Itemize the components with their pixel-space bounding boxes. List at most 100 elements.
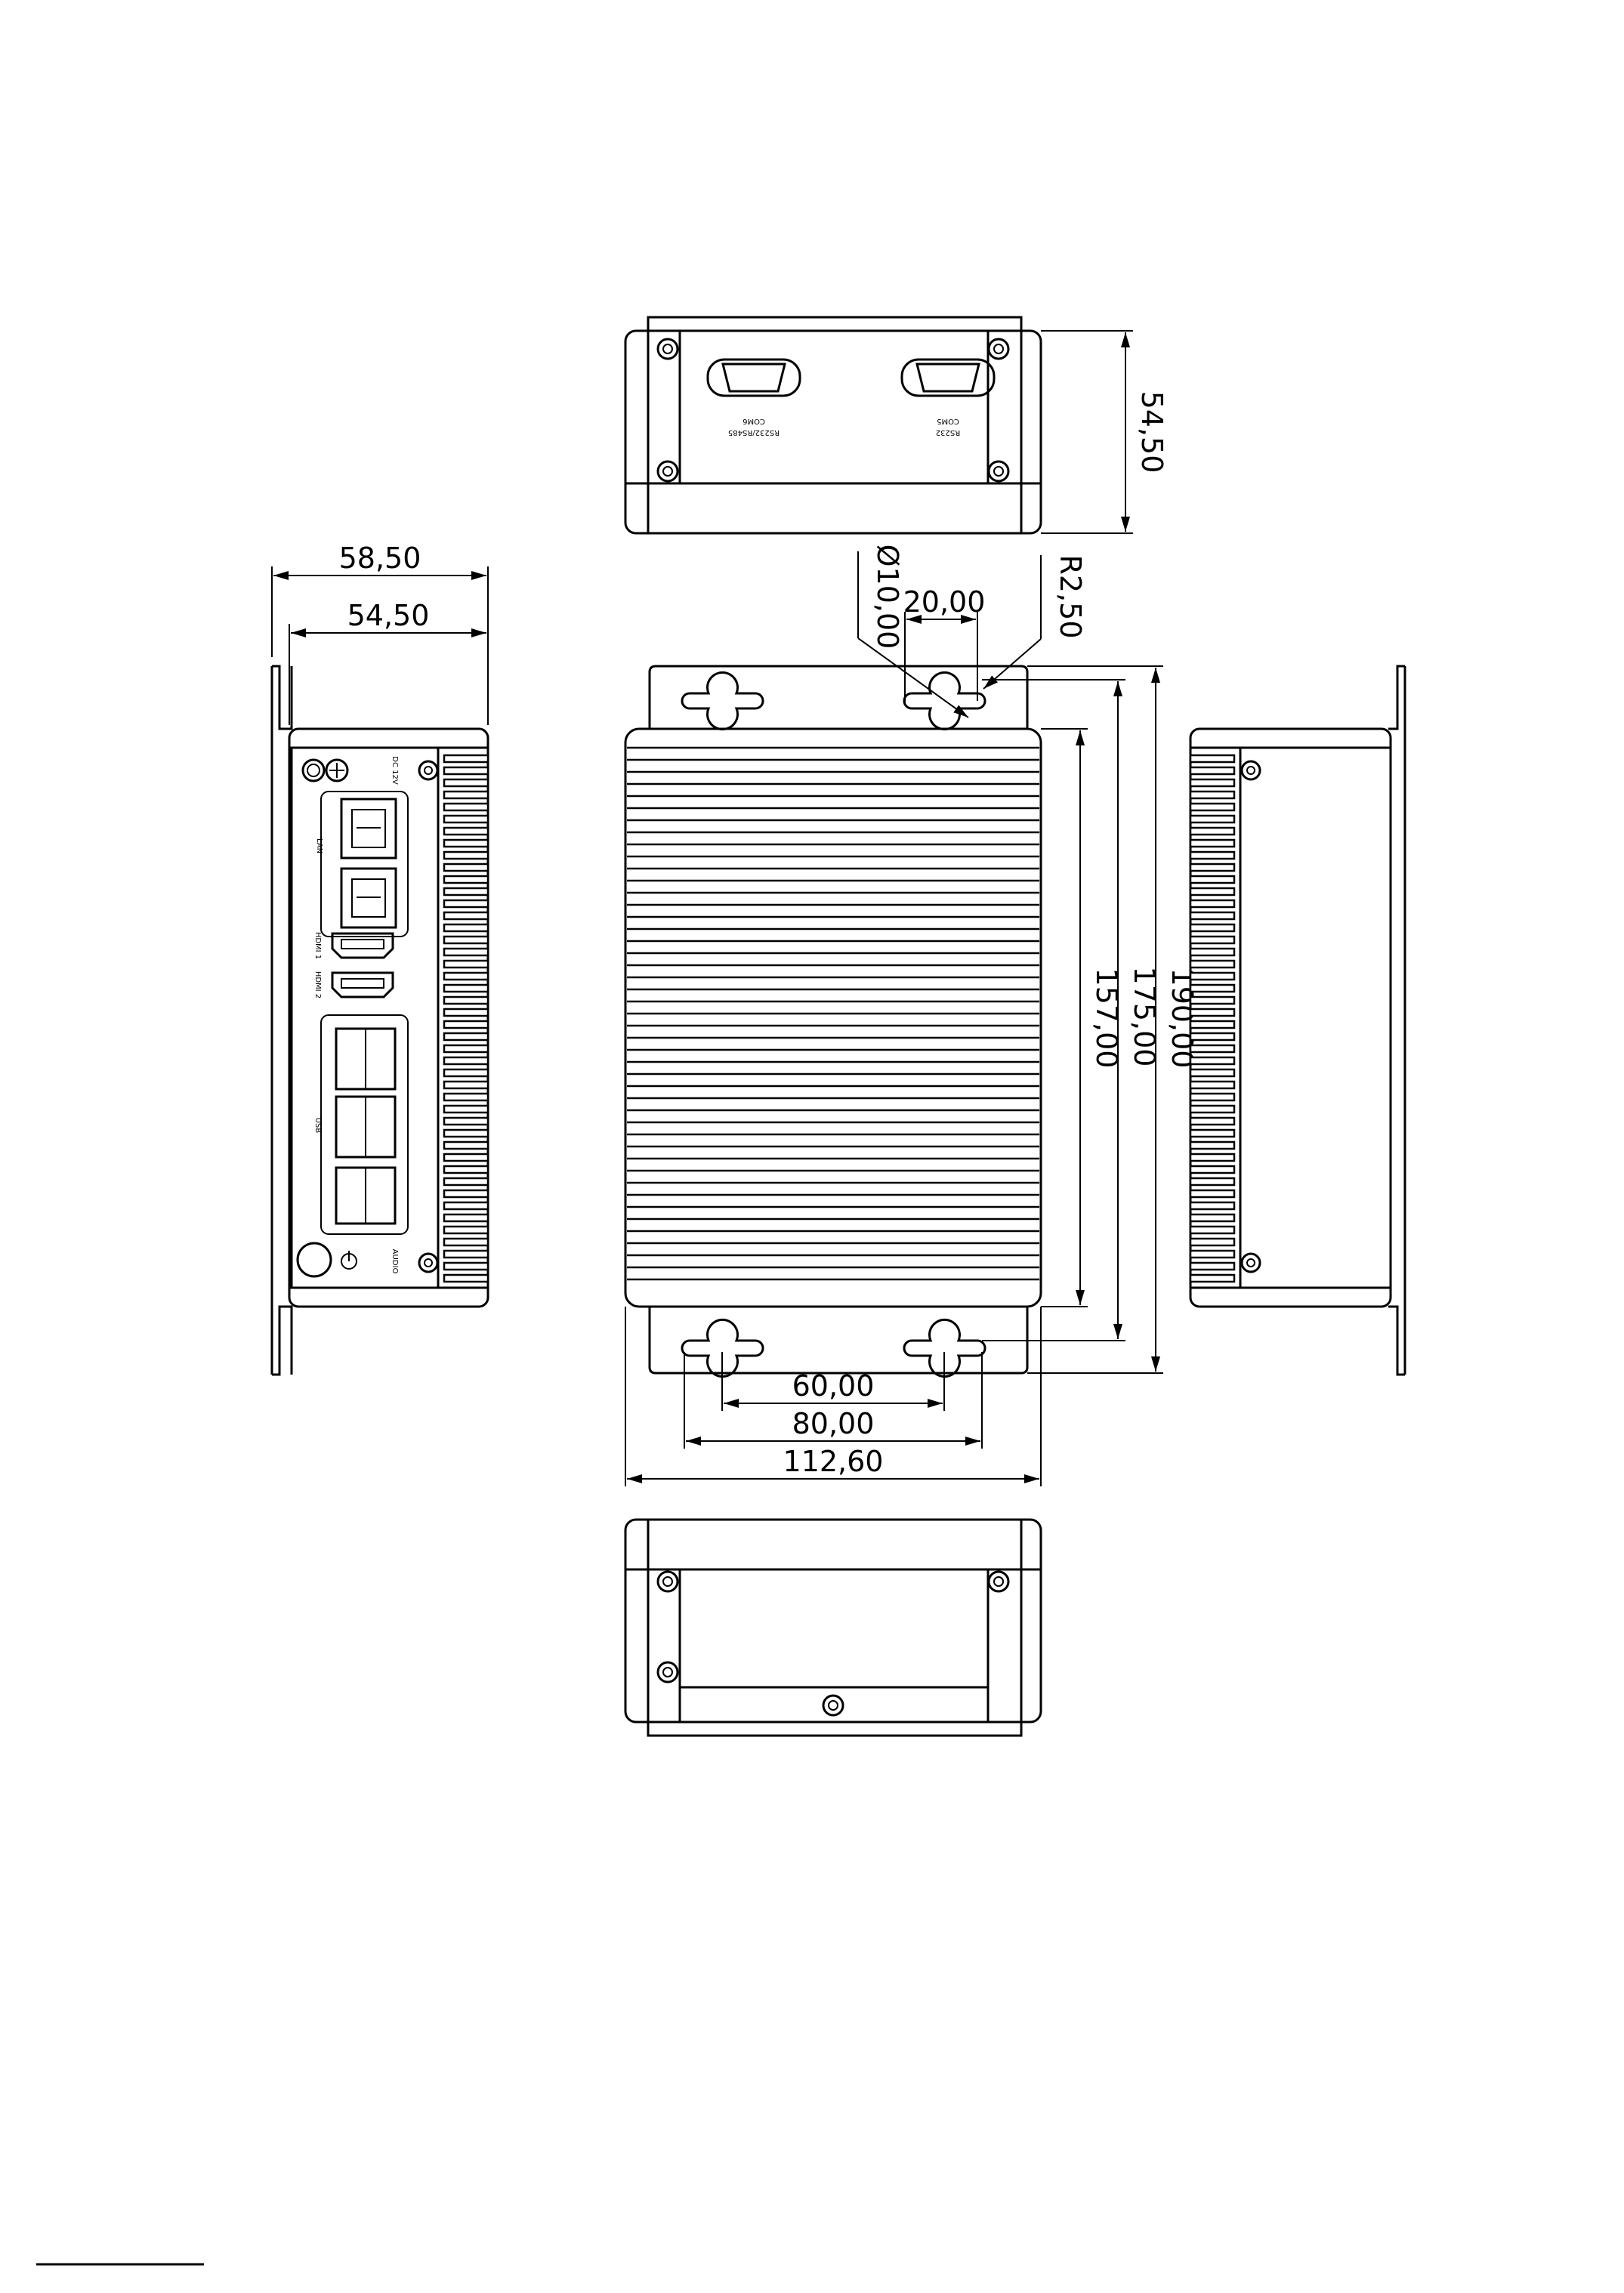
fin: [443, 935, 489, 945]
fin: [1189, 1044, 1236, 1054]
label-lan: LAN: [315, 838, 323, 853]
fin: [443, 1153, 489, 1162]
label-audio: AUDIO: [391, 1249, 399, 1274]
fin: [1189, 1068, 1236, 1078]
port-label-com6: COM6: [743, 417, 765, 425]
audio-jack-icon: [296, 1242, 332, 1278]
fin: [1189, 826, 1236, 836]
fin: [1189, 1092, 1236, 1102]
fin: [443, 1080, 489, 1090]
fin: [443, 971, 489, 981]
usb-port-icon: [335, 1095, 397, 1159]
side-view-rear: [1189, 665, 1406, 1376]
fin: [1189, 995, 1236, 1005]
dim-slot-outer: 80,00: [792, 1407, 875, 1440]
fin: [1189, 814, 1236, 824]
fin: [443, 875, 489, 884]
fin: [1189, 1008, 1236, 1017]
fin: [443, 899, 489, 909]
port-sub-com6: RS232/RS485: [728, 428, 780, 437]
keyhole-slot-icon: [681, 1318, 764, 1378]
fin: [1189, 959, 1236, 969]
keyhole-slot-icon: [903, 671, 986, 731]
fin: [1189, 1249, 1236, 1259]
fin: [443, 1201, 489, 1211]
fin: [443, 1104, 489, 1114]
screw-icon: [656, 338, 679, 360]
port-label-com5: COM5: [937, 417, 959, 425]
fin: [443, 1237, 489, 1247]
screw-icon: [656, 1661, 679, 1683]
fin: [443, 1249, 489, 1259]
fin: [443, 802, 489, 812]
fin: [1189, 1080, 1236, 1090]
fin: [1189, 790, 1236, 800]
fin: [443, 1116, 489, 1126]
screw-icon: [418, 760, 439, 781]
dim-slot-inner: 60,00: [792, 1369, 875, 1403]
fin: [1189, 887, 1236, 897]
power-button-icon: [301, 758, 326, 782]
port-sub-com5: RS232: [936, 428, 960, 437]
label-dc: DC 12V: [391, 756, 399, 785]
fin: [443, 1225, 489, 1235]
fin: [1189, 1201, 1236, 1211]
fin: [443, 1165, 489, 1174]
fin: [1189, 754, 1236, 764]
heatsink-fins: [1189, 754, 1236, 1283]
fin: [1189, 1165, 1236, 1174]
fin: [443, 923, 489, 933]
dim-top-height: 54,50: [1135, 391, 1169, 474]
label-usb: USB: [313, 1118, 322, 1134]
db9-connector-icon: [706, 358, 801, 397]
heatsink-fins: [443, 754, 489, 1283]
fin: [1189, 875, 1236, 884]
dim-radius: R2,50: [1054, 554, 1087, 638]
fin: [1189, 1273, 1236, 1283]
fin: [443, 1261, 489, 1271]
fin: [1189, 838, 1236, 848]
fin: [443, 1020, 489, 1029]
fin: [1189, 1237, 1236, 1247]
fin: [1189, 1104, 1236, 1114]
fin: [443, 814, 489, 824]
fin: [443, 887, 489, 897]
fin: [1189, 1213, 1236, 1223]
fin: [1189, 1020, 1236, 1029]
fin: [1189, 802, 1236, 812]
usb-port-icon: [335, 1027, 397, 1091]
heatsink-fins: [627, 746, 1039, 1281]
screw-icon: [987, 1570, 1010, 1593]
rj45-port-icon: [340, 867, 397, 929]
dim-hole-diameter: Ø10,00: [871, 545, 904, 650]
fin: [443, 1140, 489, 1150]
fin: [443, 1092, 489, 1102]
fin: [1189, 1153, 1236, 1162]
fin: [1189, 1140, 1236, 1150]
dim-side-inner-width: 54,50: [347, 599, 430, 632]
fin: [1189, 766, 1236, 776]
fin: [1189, 1177, 1236, 1187]
fin: [1189, 1128, 1236, 1138]
fin: [443, 911, 489, 921]
front-view: 20,00 Ø10,00 R2,50 157,00 175,00 190,00 …: [624, 545, 1199, 1486]
side-view-io: DC 12V LAN HDMI 1 HDMI 2 USB AUDIO 58,50…: [270, 542, 489, 1376]
fin: [443, 1032, 489, 1042]
fin: [443, 1008, 489, 1017]
bottom-view: [624, 1518, 1042, 1737]
fin: [1189, 971, 1236, 981]
fin: [443, 838, 489, 848]
fin: [1189, 923, 1236, 933]
power-icon: [341, 1251, 357, 1270]
dim-side-outer-width: 58,50: [339, 542, 421, 575]
fin: [1189, 850, 1236, 860]
fin: [443, 778, 489, 788]
dim-overall-height: 190,00: [1166, 968, 1199, 1069]
fin: [1189, 911, 1236, 921]
fin: [1189, 983, 1236, 993]
fin: [443, 1044, 489, 1054]
fin: [443, 826, 489, 836]
hdmi-port-icon: [331, 932, 394, 959]
screw-icon: [656, 460, 679, 483]
fin: [443, 1273, 489, 1283]
